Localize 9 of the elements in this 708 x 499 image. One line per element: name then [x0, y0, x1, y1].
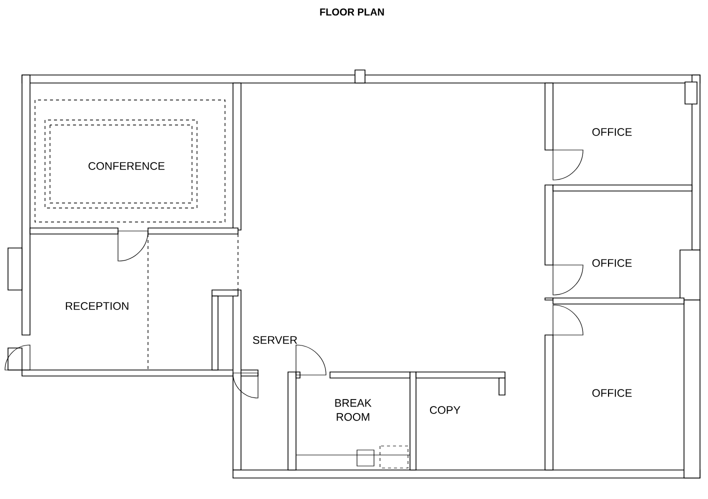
- room-label: BREAK ROOM: [335, 399, 372, 421]
- title: FLOOR PLAN: [320, 8, 384, 16]
- room-label: OFFICE: [592, 259, 632, 267]
- room-label: OFFICE: [592, 128, 632, 136]
- room-label: CONFERENCE: [88, 162, 165, 170]
- room-label: RECEPTION: [66, 302, 128, 310]
- room-label: COPY: [430, 406, 460, 414]
- room-label: OFFICE: [592, 389, 632, 397]
- room-label: SERVER: [253, 336, 298, 344]
